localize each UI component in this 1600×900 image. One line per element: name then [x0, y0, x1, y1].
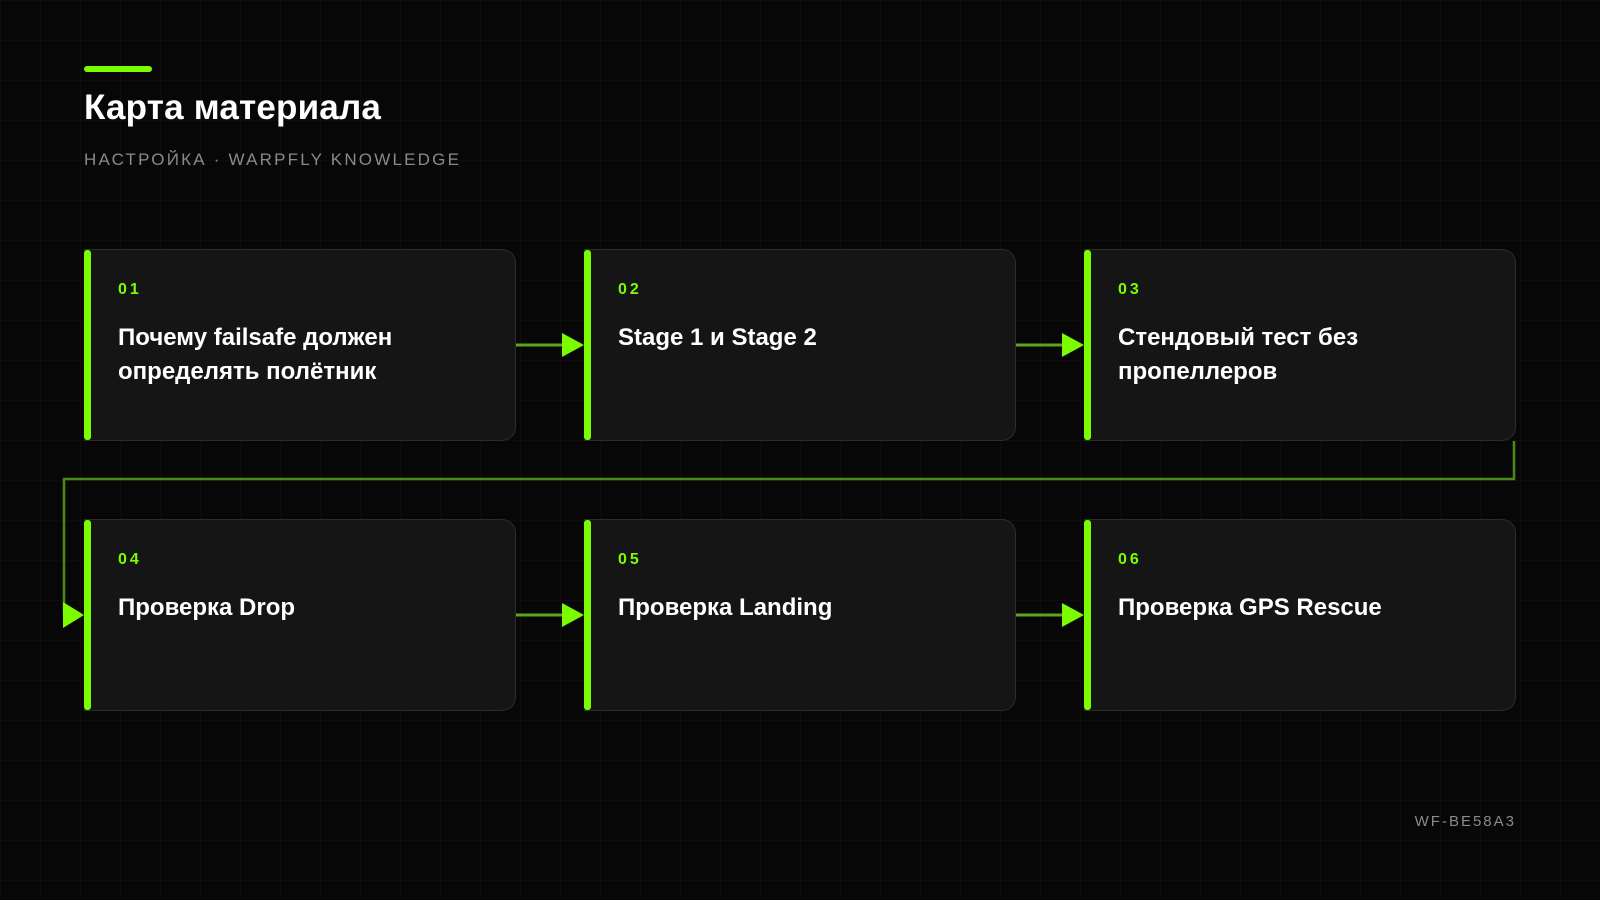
step-title: Проверка GPS Rescue	[1118, 594, 1382, 621]
step-card-03: 03 Стендовый тест без пропеллеров	[1084, 249, 1516, 441]
step-number: 01	[118, 281, 142, 298]
arrow-2-to-3	[1016, 333, 1084, 357]
step-card-04: 04 Проверка Drop	[84, 519, 516, 711]
document-code: WF-BE58A3	[1414, 813, 1516, 830]
step-card-06: 06 Проверка GPS Rescue	[1084, 519, 1516, 711]
arrow-5-to-6	[1016, 603, 1084, 627]
card-accent-bar	[84, 520, 91, 710]
card-accent-bar	[584, 250, 591, 440]
card-accent-bar	[84, 250, 91, 440]
step-number: 06	[1118, 551, 1142, 568]
step-title: Stage 1 и Stage 2	[618, 324, 817, 351]
step-title: Стендовый тест без пропеллеров	[1118, 324, 1359, 385]
step-number: 05	[618, 551, 642, 568]
page-title: Карта материала	[84, 88, 382, 127]
step-title: Почему failsafe должен определять полётн…	[118, 324, 393, 385]
card-accent-bar	[1084, 520, 1091, 710]
step-title: Проверка Landing	[618, 594, 833, 621]
step-card-05: 05 Проверка Landing	[584, 519, 1016, 711]
card-accent-bar	[584, 520, 591, 710]
step-card-02: 02 Stage 1 и Stage 2	[584, 249, 1016, 441]
arrow-1-to-2	[516, 333, 584, 357]
step-title: Проверка Drop	[118, 594, 296, 621]
step-card-01: 01 Почему failsafe должен определять пол…	[84, 249, 516, 441]
step-number: 04	[118, 551, 142, 568]
page-subtitle: НАСТРОЙКА · WARPFLY KNOWLEDGE	[84, 150, 462, 169]
step-number: 03	[1118, 281, 1142, 298]
arrow-4-to-5	[516, 603, 584, 627]
card-accent-bar	[1084, 250, 1091, 440]
title-accent-bar	[84, 66, 152, 72]
step-number: 02	[618, 281, 642, 298]
